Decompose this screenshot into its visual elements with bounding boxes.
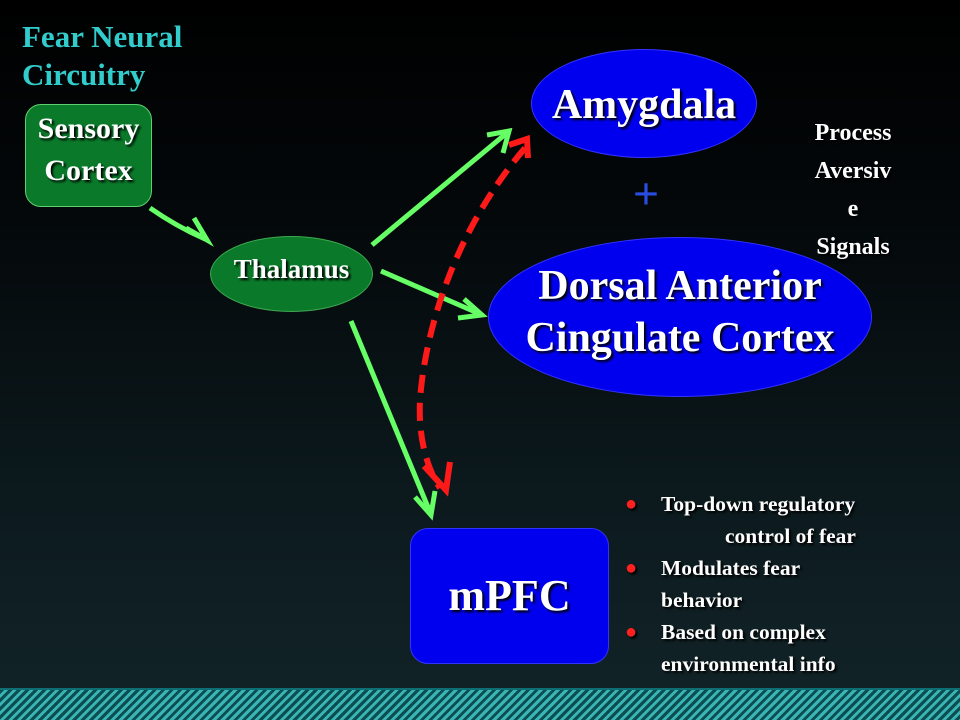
arrow-amygdala-mpfc-bidirectional bbox=[416, 146, 528, 490]
bullet-item: ● Top-down regulatory control of fear bbox=[622, 488, 922, 552]
amygdala-node bbox=[531, 49, 757, 158]
bullet-1-line-2: control of fear bbox=[725, 524, 856, 548]
bullet-3-line-1: Based on complex bbox=[661, 620, 826, 644]
sensory-cortex-line-1: Sensory bbox=[37, 112, 140, 145]
side-label-line-1: Process bbox=[814, 120, 892, 146]
side-label-line-4: Signals bbox=[816, 234, 890, 260]
sensory-cortex-label: Sensory Cortex bbox=[25, 108, 152, 192]
arrow-thalamus-to-mpfc bbox=[348, 320, 433, 513]
arrowhead-to-amygdala bbox=[508, 134, 531, 159]
plus-symbol: + bbox=[632, 168, 660, 219]
bullet-2-line-2: behavior bbox=[661, 588, 743, 612]
arrowhead-thalamus-to-dacc bbox=[457, 297, 488, 321]
side-label-line-2: Aversiv bbox=[814, 158, 892, 184]
side-label: Process Aversiv e Signals bbox=[795, 114, 911, 266]
side-label-line-3: e bbox=[847, 196, 859, 222]
mpfc-bullet-list: ● Top-down regulatory control of fear ● … bbox=[622, 488, 922, 680]
amygdala-label: Amygdala bbox=[551, 82, 737, 128]
arrow-thalamus-to-amygdala bbox=[370, 130, 510, 247]
arrowhead-to-mpfc bbox=[421, 461, 453, 497]
arrow-thalamus-to-dacc bbox=[380, 268, 481, 317]
mpfc-label: mPFC bbox=[448, 571, 571, 620]
bullet-item: ● Modulates fear behavior bbox=[622, 552, 922, 616]
footer-stripe-edge bbox=[0, 688, 960, 691]
mpfc-node bbox=[410, 528, 609, 664]
bullet-3-line-2: environmental info bbox=[661, 652, 836, 676]
bullet-item: ● Based on complex environmental info bbox=[622, 616, 922, 680]
bullet-dot-icon: ● bbox=[625, 557, 638, 579]
sensory-cortex-line-2: Cortex bbox=[44, 154, 133, 187]
sensory-cortex-node bbox=[25, 104, 152, 207]
dacc-line-2: Cingulate Cortex bbox=[525, 315, 835, 361]
bullet-dot-icon: ● bbox=[625, 621, 638, 643]
thalamus-label: Thalamus bbox=[233, 254, 350, 284]
arrowhead-sensory-to-thalamus bbox=[184, 216, 214, 247]
dacc-node bbox=[488, 237, 872, 397]
bullet-dot-icon: ● bbox=[625, 493, 638, 515]
dacc-line-1: Dorsal Anterior bbox=[538, 263, 822, 309]
diagram-title: Fear Neural Circuitry bbox=[22, 18, 262, 94]
footer-stripe-band bbox=[0, 690, 960, 720]
title-line-1: Fear Neural bbox=[22, 19, 183, 54]
arrowhead-thalamus-to-amygdala bbox=[486, 127, 513, 154]
arrowhead-thalamus-to-mpfc bbox=[413, 490, 438, 521]
title-line-2: Circuitry bbox=[22, 57, 146, 92]
bullet-1-line-1: Top-down regulatory bbox=[661, 492, 856, 516]
bullet-2-line-1: Modulates fear bbox=[661, 556, 801, 580]
thalamus-node bbox=[210, 236, 373, 312]
dacc-label: Dorsal Anterior Cingulate Cortex bbox=[478, 260, 882, 364]
